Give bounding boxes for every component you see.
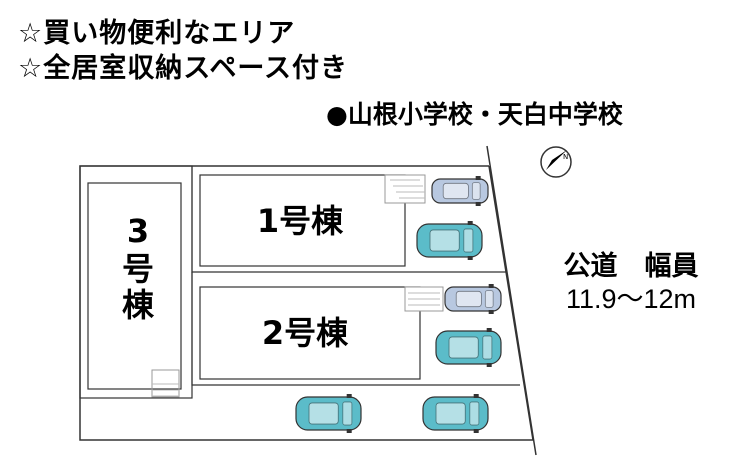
car-front-b — [422, 394, 489, 433]
feature-storage: ☆全居室収納スペース付き — [18, 53, 348, 84]
road-info: 公道 幅員 11.9～12m — [536, 250, 726, 316]
road-name: 公道 幅員 — [563, 251, 699, 281]
car-front-a — [295, 394, 362, 433]
svg-text:N: N — [563, 153, 568, 161]
car-lot1-a — [431, 176, 489, 206]
lot1-entrance — [384, 174, 426, 204]
parking-cars — [295, 176, 502, 433]
lot2-boundary — [191, 272, 520, 386]
feature-shopping: ☆買い物便利なエリア — [18, 18, 296, 49]
road-width: 11.9～12m — [565, 284, 697, 314]
lot2-building — [199, 286, 421, 380]
lot3-label-3: 棟 — [122, 286, 155, 324]
car-lot1-b — [416, 221, 483, 260]
car-lot2-a — [444, 284, 502, 314]
compass-icon: N — [540, 146, 572, 178]
lot3-label-1: 3 — [127, 212, 149, 250]
lot2-label: 2号棟 — [262, 314, 349, 352]
lot1-label: 1号棟 — [257, 202, 344, 240]
lot3-building — [87, 182, 182, 390]
lot3-label-2: 号 — [122, 250, 154, 288]
school-district: ●山根小学校・天白中学校 — [326, 100, 623, 129]
lot1-building — [199, 174, 406, 267]
car-lot2-b — [435, 328, 502, 367]
site-east-edge — [488, 165, 534, 441]
